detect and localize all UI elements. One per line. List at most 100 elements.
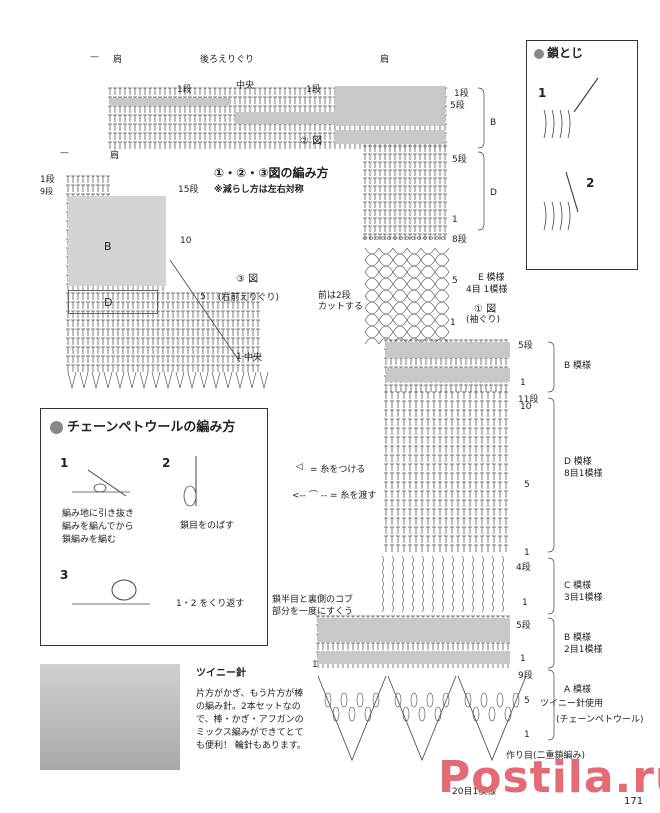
stitch-mark xyxy=(317,675,387,762)
stitch-mark xyxy=(364,313,380,321)
stitch-mark xyxy=(406,325,422,333)
stitch-mark xyxy=(504,706,512,722)
stitch-mark xyxy=(416,236,422,240)
stitch-mark xyxy=(451,587,454,597)
stitch-mark xyxy=(340,692,348,708)
stitch-mark xyxy=(420,265,436,273)
stitch-mark xyxy=(411,579,414,589)
stitch-mark xyxy=(392,307,408,315)
stitch-mark xyxy=(381,563,384,573)
stitch-mark xyxy=(392,331,408,339)
stitch-mark xyxy=(431,555,434,565)
stitch-mark xyxy=(103,371,113,389)
stitch-mark xyxy=(91,371,101,389)
shade-band xyxy=(335,130,445,144)
stitch-mark xyxy=(392,265,408,273)
figure-sub-label: (袖ぐり) xyxy=(466,315,501,325)
stitch-mark xyxy=(364,265,380,273)
heading-sub: ※減らし方は左右対称 xyxy=(214,185,304,195)
watermark: Postila.ru xyxy=(438,752,660,803)
stitch-mark xyxy=(480,692,488,708)
stitch-mark xyxy=(368,236,374,240)
stitch-mark xyxy=(378,319,394,327)
stitch-mark xyxy=(471,563,474,573)
stitch-mark xyxy=(392,277,408,285)
chain-step-1: 1 xyxy=(60,456,69,470)
stitch-mark xyxy=(428,236,434,240)
row-label: 5 xyxy=(524,696,530,706)
stitch-mark xyxy=(364,307,380,315)
stitch-mark xyxy=(364,247,380,255)
stitch-mark xyxy=(471,571,474,581)
stitch-mark xyxy=(461,587,464,597)
stitch-mark xyxy=(406,253,422,261)
center-label: 中央 xyxy=(236,81,255,91)
figure-sub-label: (右前えりぐり) xyxy=(218,293,280,303)
stitch-mark xyxy=(115,371,125,389)
stitch-mark xyxy=(431,587,434,597)
stitch-mark xyxy=(441,571,444,581)
pattern-repeat: 2目1模様 xyxy=(564,645,603,655)
stitch-mark xyxy=(151,371,161,389)
stitch-mark xyxy=(420,313,436,321)
legend-attach-icon: ◁ xyxy=(296,462,303,472)
stitch-mark xyxy=(392,247,408,255)
stitch-mark xyxy=(491,563,494,573)
stitch-mark xyxy=(391,579,394,589)
stitch-mark xyxy=(381,587,384,597)
stitch-mark xyxy=(491,587,494,597)
row-label: 5段 xyxy=(516,621,531,631)
stitch-mark xyxy=(431,595,434,605)
left-bar-line: — xyxy=(60,148,69,158)
stitch-mark xyxy=(547,557,555,615)
stitch-mark xyxy=(420,307,436,315)
stitch-mark xyxy=(491,555,494,565)
stitch-mark xyxy=(481,579,484,589)
kusari-title: 鎖とじ xyxy=(534,44,583,61)
row-label: 4段 xyxy=(516,563,531,573)
chain-title: チェーンペトウールの編み方 xyxy=(50,416,235,435)
stitch-mark xyxy=(441,563,444,573)
row-label: 1 xyxy=(520,654,526,664)
stitch-mark xyxy=(381,603,384,613)
stitch-mark xyxy=(501,579,504,589)
stitch-mark xyxy=(481,563,484,573)
row-label: 1 xyxy=(236,352,242,362)
stitch-mark xyxy=(410,236,416,240)
stitch-mark xyxy=(223,371,233,389)
stitch-mark xyxy=(378,325,394,333)
stitch-mark xyxy=(481,587,484,597)
stitch-mark xyxy=(501,587,504,597)
stitch-mark xyxy=(392,253,408,261)
stitch-mark xyxy=(411,603,414,613)
bracket-label: B xyxy=(490,118,497,128)
row-label: 1段 xyxy=(306,85,321,95)
stitch-mark xyxy=(477,151,485,231)
center-label: 中央 xyxy=(244,353,263,363)
stitch-mark xyxy=(420,325,436,333)
stitch-mark xyxy=(420,295,436,303)
stitch-mark xyxy=(391,571,394,581)
chain-text-1a: 編み地に引き抜き xyxy=(62,509,135,519)
stitch-mark xyxy=(420,289,436,297)
stitch-mark xyxy=(332,706,340,722)
stitch-mark xyxy=(406,301,422,309)
stitch-mark xyxy=(565,171,579,213)
stitch-mark xyxy=(378,277,394,285)
stitch-mark xyxy=(434,253,450,261)
stitch-mark xyxy=(421,579,424,589)
chain-step-3: 3 xyxy=(60,568,69,582)
stitch-mark xyxy=(378,307,394,315)
stitch-mark xyxy=(392,325,408,333)
chain-text-2: 鎖目をのばす xyxy=(180,521,235,531)
stitch-mark xyxy=(391,595,394,605)
stitch-mark xyxy=(420,271,436,279)
stitch-mark xyxy=(420,259,436,267)
stitch-mark xyxy=(386,236,392,240)
stitch-mark xyxy=(79,371,89,389)
stitch-mark xyxy=(434,319,450,327)
stitch-mark xyxy=(364,259,380,267)
stitch-mark xyxy=(547,617,555,669)
page-number: 171 xyxy=(624,796,644,807)
